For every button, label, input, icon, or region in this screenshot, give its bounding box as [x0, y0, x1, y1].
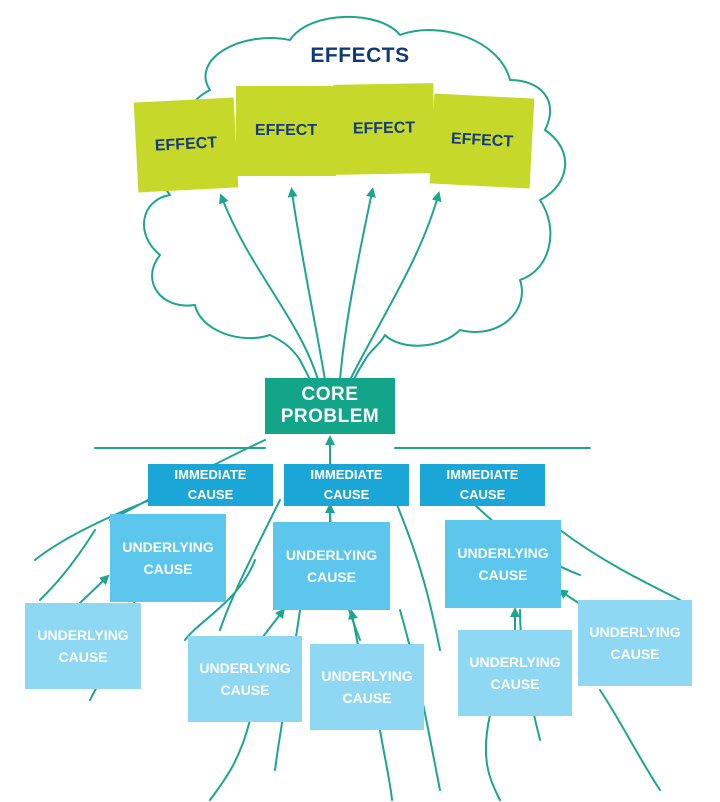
- underlying-cause-box-3: UNDERLYING CAUSE: [445, 520, 561, 608]
- effect-label-3: EFFECT: [352, 119, 416, 138]
- effect-box-4: EFFECT: [429, 93, 535, 189]
- underlying-cause-box-6: UNDERLYING CAUSE: [310, 644, 424, 730]
- effect-label-1: EFFECT: [154, 134, 218, 155]
- underlying-cause-box-7: UNDERLYING CAUSE: [458, 630, 572, 716]
- underlying-cause-label-7: UNDERLYING CAUSE: [469, 654, 561, 692]
- immediate-cause-label-3: IMMEDIATE CAUSE: [446, 467, 519, 502]
- arrow-to-effect-1: [219, 193, 319, 381]
- underlying-cause-label-5: UNDERLYING CAUSE: [199, 660, 291, 698]
- effect-box-1: EFFECT: [133, 97, 239, 193]
- effects-title: EFFECTS: [310, 44, 410, 67]
- immediate-cause-box-1: IMMEDIATE CAUSE: [148, 464, 273, 506]
- core-problem-box: CORE PROBLEM: [265, 378, 395, 434]
- immediate-cause-label-2: IMMEDIATE CAUSE: [310, 467, 383, 502]
- immediate-cause-box-3: IMMEDIATE CAUSE: [420, 464, 545, 506]
- immediate-cause-box-2: IMMEDIATE CAUSE: [284, 464, 409, 506]
- underlying-cause-label-3: UNDERLYING CAUSE: [457, 545, 549, 583]
- underlying-cause-label-1: UNDERLYING CAUSE: [122, 539, 214, 577]
- arrow-underlying-5-to-2: [261, 608, 286, 639]
- arrow-to-effect-2: [287, 187, 326, 381]
- effect-box-2: EFFECT: [236, 86, 336, 176]
- arrow-to-effect-3: [339, 187, 376, 381]
- arrow-underlying-8-to-3: [557, 589, 581, 605]
- core-problem-label: CORE PROBLEM: [280, 384, 380, 427]
- effect-box-3: EFFECT: [333, 83, 435, 175]
- underlying-cause-label-6: UNDERLYING CAUSE: [321, 668, 413, 706]
- underlying-cause-label-8: UNDERLYING CAUSE: [589, 624, 681, 662]
- immediate-cause-label-1: IMMEDIATE CAUSE: [174, 467, 247, 502]
- arrow-to-effect-4: [349, 191, 442, 381]
- effect-label-4: EFFECT: [450, 130, 514, 151]
- arrow-underlying-4-to-1: [79, 574, 110, 604]
- underlying-cause-box-4: UNDERLYING CAUSE: [25, 603, 141, 689]
- underlying-cause-box-1: UNDERLYING CAUSE: [110, 514, 226, 602]
- arrow-underlying-6-to-2: [348, 609, 359, 646]
- underlying-cause-label-4: UNDERLYING CAUSE: [37, 627, 129, 665]
- underlying-cause-box-2: UNDERLYING CAUSE: [273, 522, 390, 610]
- underlying-cause-box-5: UNDERLYING CAUSE: [188, 636, 302, 722]
- underlying-cause-box-8: UNDERLYING CAUSE: [578, 600, 692, 686]
- underlying-cause-label-2: UNDERLYING CAUSE: [285, 547, 378, 585]
- effect-label-2: EFFECT: [254, 122, 318, 139]
